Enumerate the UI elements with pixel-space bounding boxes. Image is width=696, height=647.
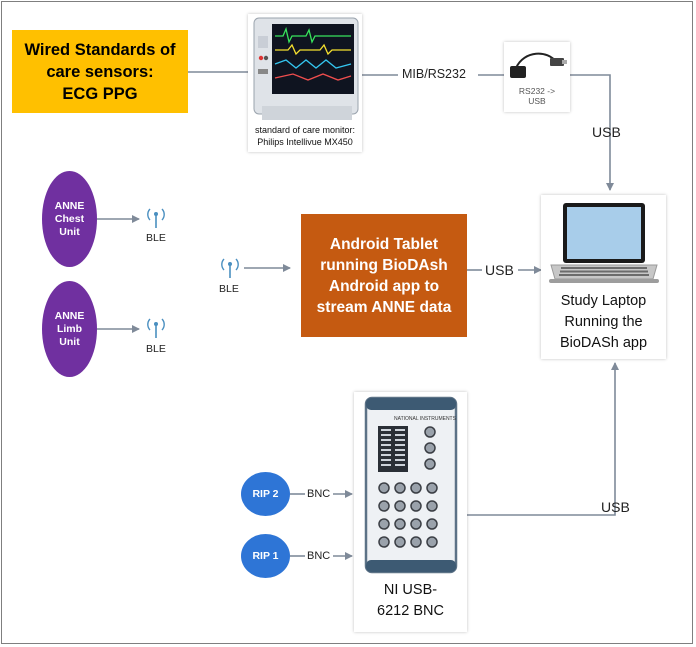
wired-sensors-box: Wired Standards of care sensors: ECG PPG <box>12 30 188 113</box>
sensors-line2: care sensors: <box>46 62 154 81</box>
rip2-label: RIP 2 <box>252 487 279 500</box>
anne-limb-line3: Unit <box>59 335 80 348</box>
sensors-line1: Wired Standards of <box>24 40 176 59</box>
sensors-line3: ECG PPG <box>62 84 138 103</box>
ni-daq-card: NATIONAL INSTRUMENTS NI USB- <box>354 392 467 632</box>
ni-device-line1: NI USB- <box>383 582 438 598</box>
usb-cable-icon <box>510 52 567 78</box>
monitor-caption-line1: standard of care monitor: <box>254 125 356 135</box>
bnc-rip2-label: BNC <box>307 488 331 500</box>
usb-tablet-label: USB <box>485 262 514 278</box>
anne-chest-line2: Chest <box>54 212 85 225</box>
ble-tablet-label: BLE <box>219 283 239 295</box>
svg-text:NATIONAL INSTRUMENTS: NATIONAL INSTRUMENTS <box>394 416 457 422</box>
laptop-icon <box>549 203 659 283</box>
line-adapter-to-laptop <box>570 74 614 191</box>
ble-antenna-icon <box>147 208 165 228</box>
mib-rs232-label: MIB/RS232 <box>402 67 466 81</box>
rs232-adapter-card: RS232 -> USB <box>504 42 570 112</box>
tablet-line2: running BioDAsh <box>320 256 448 274</box>
anne-limb-unit: ANNE Limb Unit <box>42 281 97 377</box>
rip1-sensor: RIP 1 <box>241 534 290 578</box>
bnc-rip1-label: BNC <box>307 550 331 562</box>
laptop-line2: Running the <box>564 314 643 330</box>
adapter-caption-line1: RS232 -> <box>518 86 556 96</box>
monitor-caption-line2: Philips Intellivue MX450 <box>257 137 353 147</box>
ni-device-line2: 6212 BNC <box>377 603 444 619</box>
tablet-line1: Android Tablet <box>329 235 439 253</box>
ble-antenna-icon <box>147 318 165 338</box>
tablet-line4: stream ANNE data <box>316 298 452 316</box>
adapter-caption-line2: USB <box>528 96 546 106</box>
anne-limb-line1: ANNE <box>54 309 85 322</box>
anne-chest-unit: ANNE Chest Unit <box>42 171 97 267</box>
anne-chest-line3: Unit <box>59 225 80 238</box>
usb-ni-label: USB <box>601 499 630 515</box>
patient-monitor-icon <box>253 17 359 120</box>
ble-antenna-icon <box>221 258 239 278</box>
ble-chest-label: BLE <box>146 232 166 244</box>
line-ni-to-laptop <box>467 362 619 516</box>
anne-chest-line1: ANNE <box>54 199 85 212</box>
usb-adapter-label: USB <box>592 124 621 140</box>
tablet-line3: Android app to <box>328 277 440 295</box>
rip2-sensor: RIP 2 <box>241 472 290 516</box>
patient-monitor-card: standard of care monitor: Philips Intell… <box>248 14 362 152</box>
anne-limb-line2: Limb <box>56 322 83 335</box>
laptop-line3: BioDASh app <box>559 335 648 351</box>
ble-limb-label: BLE <box>146 343 166 355</box>
laptop-line1: Study Laptop <box>560 293 647 309</box>
android-tablet-box: Android Tablet running BioDAsh Android a… <box>301 214 467 337</box>
study-laptop-card: Study Laptop Running the BioDASh app <box>541 195 666 359</box>
ni-daq-device-icon: NATIONAL INSTRUMENTS <box>364 396 458 574</box>
rip1-label: RIP 1 <box>252 549 279 562</box>
